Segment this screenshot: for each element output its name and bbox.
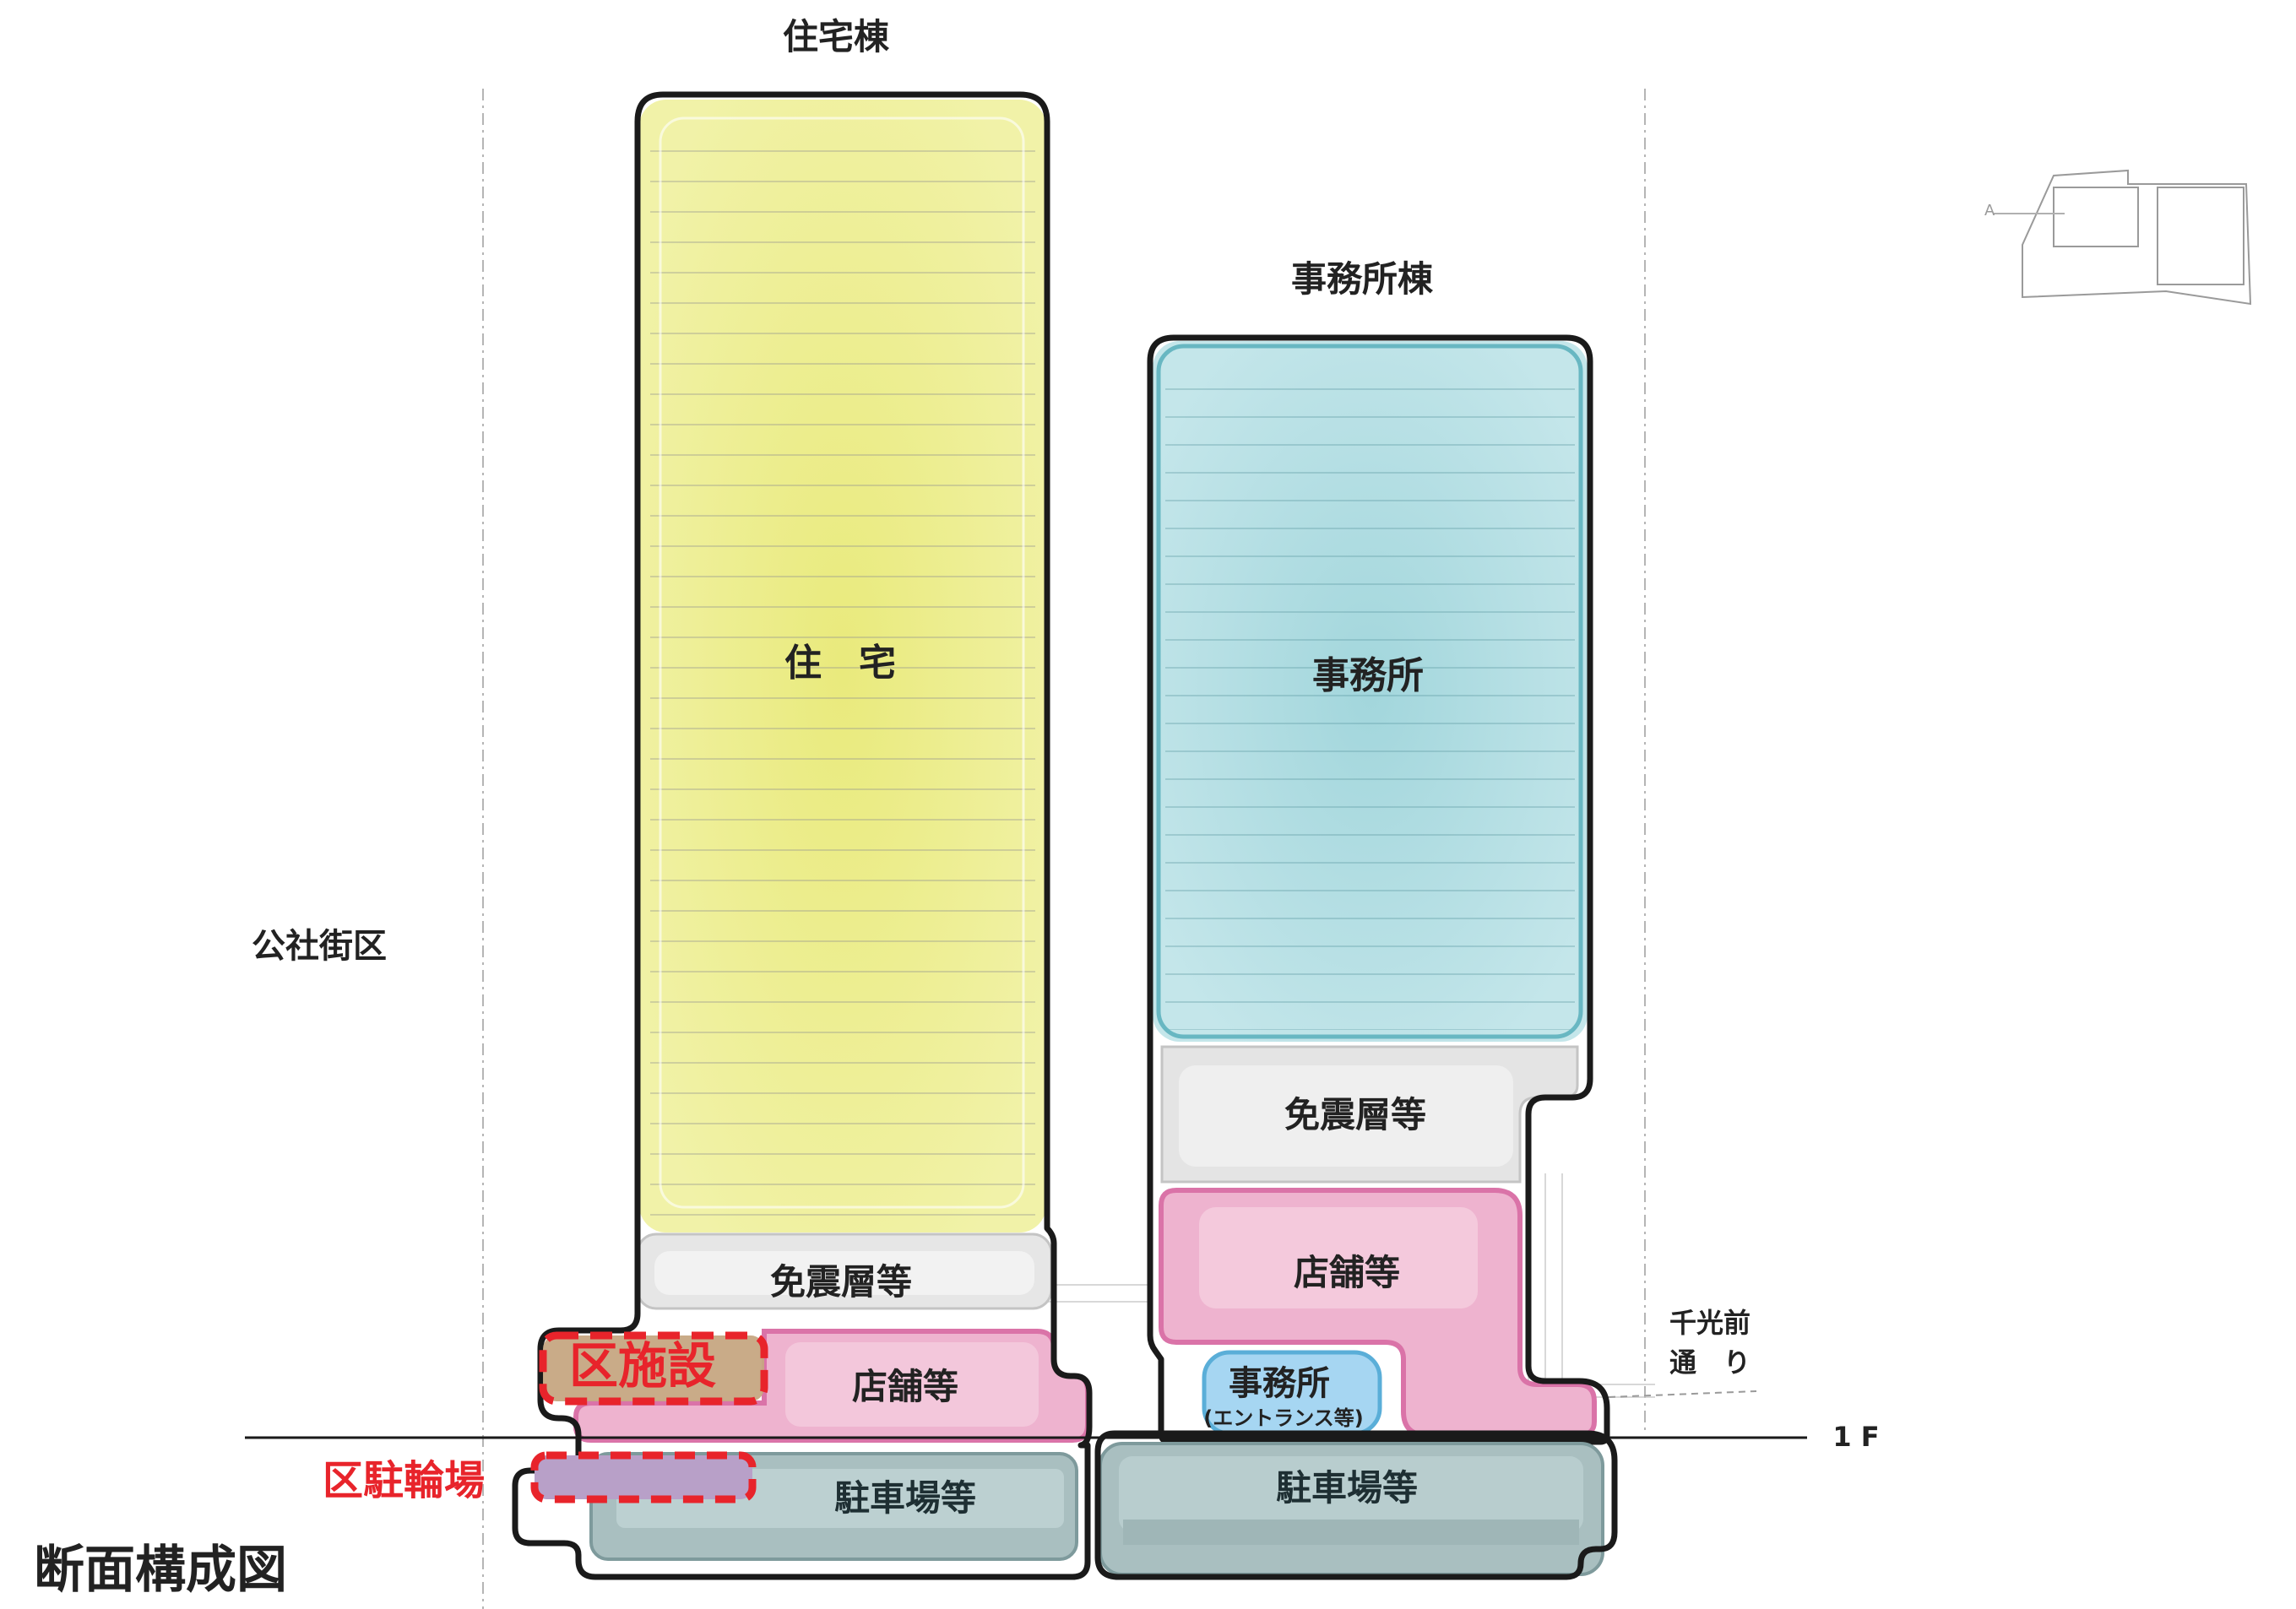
seismic-isolation-right-inner <box>1179 1065 1513 1167</box>
office-highlight <box>1156 344 1583 1039</box>
street-name-line1: 千光前 <box>1669 1307 1750 1339</box>
office-entrance-label: 事務所 <box>1229 1364 1330 1403</box>
parking-left-label: 駐車場等 <box>834 1477 976 1519</box>
figure-title: 断面構成図 <box>34 1541 287 1600</box>
site-boundary-lines <box>482 89 1646 1609</box>
parking-right-outline <box>1094 1430 1618 1580</box>
shops-right-label: 店舗等 <box>1294 1252 1400 1293</box>
parking-right-cars <box>1123 1520 1579 1545</box>
street-level-dash <box>1608 1390 1757 1398</box>
street-name-line2: 通 り <box>1669 1346 1750 1379</box>
ground-level-label: 1 F <box>1832 1421 1879 1453</box>
office-label: 事務所 <box>1312 654 1424 697</box>
shops-left-inner <box>785 1342 1039 1427</box>
seismic-isolation-left-inner <box>654 1251 1034 1295</box>
ward-facility-label: 区施設 <box>569 1337 716 1395</box>
residence-highlight <box>659 116 1025 1209</box>
key-plan <box>1993 169 2252 306</box>
office-tower-title: 事務所棟 <box>1291 258 1434 300</box>
shops-left-label: 店舗等 <box>852 1366 958 1407</box>
ward-bicycle-parking-zone <box>535 1455 752 1499</box>
ward-facility-block <box>539 1331 768 1406</box>
public-block-label: 公社街区 <box>252 927 387 966</box>
office-floor-lines <box>1165 363 1575 1030</box>
ward-facility-marker <box>539 1331 768 1406</box>
parking-right-label: 駐車場等 <box>1276 1467 1418 1509</box>
ward-bicycle-parking-label: 区駐輪場 <box>323 1457 485 1504</box>
key-plan-marker-label: A <box>1984 202 1995 219</box>
shops-right-inner <box>1199 1207 1478 1308</box>
seismic-isolation-right-label: 免震層等 <box>1284 1094 1426 1135</box>
residence-label: 住 宅 <box>784 642 896 685</box>
key-plan-site <box>2022 169 2252 306</box>
parking-right-inner <box>1119 1456 1583 1532</box>
office-entrance-sub-label: (エントランス等) <box>1203 1406 1363 1430</box>
residence-floor-lines <box>650 127 1035 1216</box>
ward-facility-zone <box>543 1335 764 1401</box>
residential-tower <box>512 91 1093 1580</box>
ward-bicycle-parking-marker <box>530 1451 757 1503</box>
seismic-isolation-left-label: 免震層等 <box>770 1261 912 1303</box>
key-plan-building-b <box>2157 187 2244 285</box>
ward-bicycle-parking-block <box>530 1451 757 1503</box>
residential-tower-title: 住宅棟 <box>783 16 890 57</box>
office-tower <box>1094 334 1618 1580</box>
office-tower-outline <box>1147 334 1610 1445</box>
key-plan-building-a <box>2053 187 2139 247</box>
residential-tower-outline <box>512 91 1093 1580</box>
